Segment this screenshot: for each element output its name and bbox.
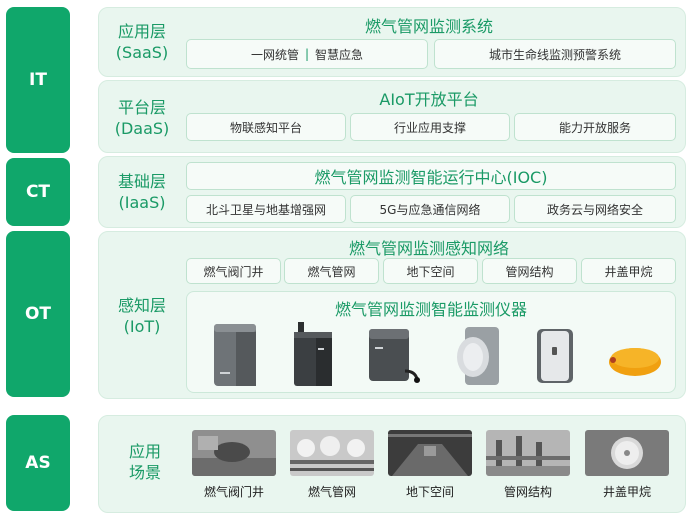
as-layer-line1: 应用 [128, 442, 161, 461]
daas-title: AIoT开放平台 [379, 90, 479, 109]
iot-item: 燃气管网 [284, 258, 379, 284]
daas-panel: 平台层 (DaaS) AIoT开放平台 物联感知平台 行业应用支撑 能力开放服务 [98, 80, 686, 153]
instrument-panel: 燃气管网监测智能监测仪器 [186, 291, 676, 393]
device-round-sensor-image [457, 327, 499, 385]
iot-layer-label: 感知层 (IoT) [111, 295, 173, 337]
iot-item: 管网结构 [482, 258, 577, 284]
iaas-item: 5G与应急通信网络 [350, 195, 510, 223]
device-orange-puck-image [609, 348, 661, 376]
iot-layer-line1: 感知层 [117, 296, 166, 315]
daas-item: 能力开放服务 [514, 113, 676, 141]
daas-layer-line1: 平台层 [117, 98, 166, 117]
saas-layer-label: 应用层 (SaaS) [111, 21, 173, 63]
saas-box1-b: 智慧应急 [315, 47, 364, 62]
daas-item: 行业应用支撑 [350, 113, 510, 141]
as-panel: 应用 场景 燃气阀门井 燃气管网 地下空间 管网结构 [98, 415, 686, 513]
ct-tag: CT [6, 158, 70, 226]
iaas-item: 北斗卫星与地基增强网 [186, 195, 346, 223]
valve-well-photo [192, 430, 276, 476]
as-layer-label: 应用 场景 [117, 441, 173, 483]
scene-caption: 管网结构 [503, 485, 552, 499]
daas-layer-label: 平台层 (DaaS) [111, 97, 173, 139]
saas-title: 燃气管网监测系统 [364, 17, 493, 36]
instrument-title: 燃气管网监测智能监测仪器 [334, 300, 527, 319]
separator: | [304, 47, 310, 61]
iaas-layer-label: 基础层 (IaaS) [111, 171, 173, 213]
pipeline-structure-photo [486, 430, 570, 476]
iot-item: 地下空间 [383, 258, 478, 284]
saas-layer-line2: (SaaS) [115, 43, 169, 62]
iaas-item: 政务云与网络安全 [514, 195, 676, 223]
daas-layer-line2: (DaaS) [114, 119, 170, 138]
iot-item: 井盖甲烷 [581, 258, 676, 284]
ot-tag: OT [6, 231, 70, 397]
iaas-panel: 基础层 (IaaS) 燃气管网监测智能运行中心(IOC) 北斗卫星与地基增强网 … [98, 156, 686, 228]
as-tag: AS [6, 415, 70, 511]
gas-network-photo [290, 430, 374, 476]
saas-box-2: 城市生命线监测预警系统 [434, 39, 676, 69]
saas-box-1: 一网统管 | 智慧应急 [186, 39, 428, 69]
scene-caption: 井盖甲烷 [602, 485, 651, 499]
device-dark-box-image [294, 322, 332, 386]
saas-panel: 应用层 (SaaS) 燃气管网监测系统 一网统管 | 智慧应急 城市生命线监测预… [98, 7, 686, 77]
iot-panel: 感知层 (IoT) 燃气管网监测感知网络 燃气阀门井 燃气管网 地下空间 管网结… [98, 231, 686, 399]
underground-space-photo [388, 430, 472, 476]
iot-item: 燃气阀门井 [186, 258, 281, 284]
device-plate-sensor-image [537, 329, 573, 383]
device-tall-box-image [214, 324, 256, 386]
iot-network-title: 燃气管网监测感知网络 [348, 239, 509, 258]
saas-box1-a: 一网统管 [250, 47, 299, 62]
iaas-title-box: 燃气管网监测智能运行中心(IOC) [186, 162, 676, 190]
daas-item: 物联感知平台 [186, 113, 346, 141]
iaas-layer-line2: (IaaS) [118, 193, 166, 212]
scene-caption: 燃气管网 [307, 485, 356, 499]
iaas-layer-line1: 基础层 [117, 172, 166, 191]
scene-caption: 地下空间 [405, 485, 454, 499]
device-cable-box-image [369, 329, 420, 383]
as-layer-line2: 场景 [128, 463, 161, 482]
saas-layer-line1: 应用层 [117, 22, 166, 41]
it-tag: IT [6, 7, 70, 153]
manhole-cover-photo [585, 430, 669, 476]
scene-caption: 燃气阀门井 [203, 485, 264, 499]
iot-layer-line2: (IoT) [123, 317, 161, 336]
